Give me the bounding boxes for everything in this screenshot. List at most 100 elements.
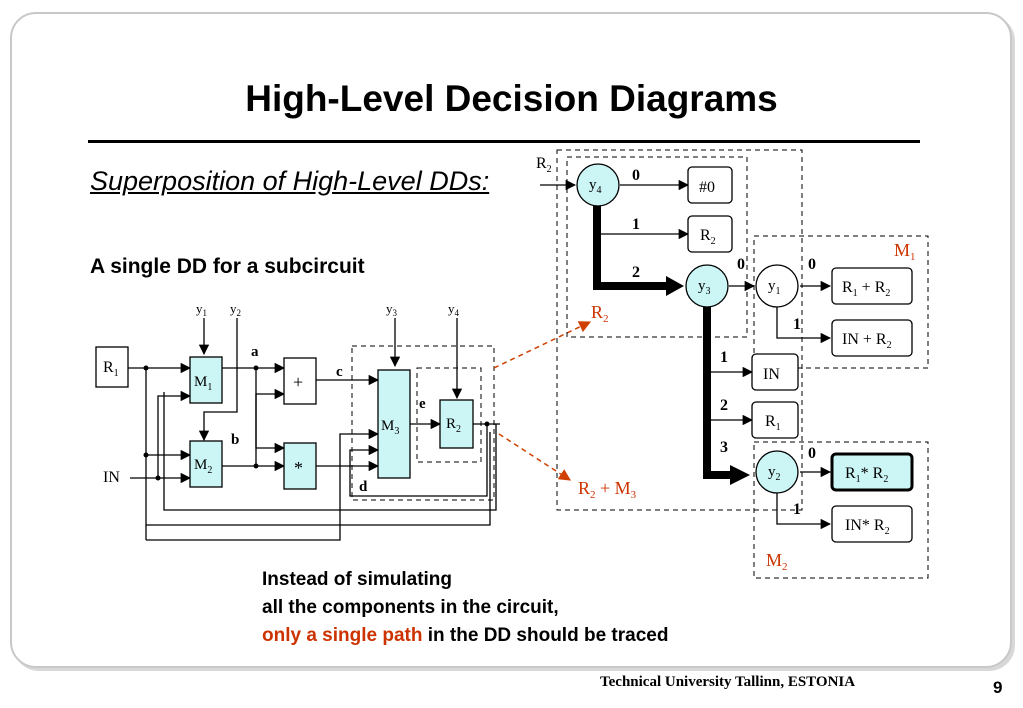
multiplier-label: * xyxy=(294,458,303,478)
signal-b: b xyxy=(231,432,239,448)
svg-text:R2 + M3: R2 + M3 xyxy=(578,478,637,501)
footer-institution: Technical University Tallinn, ESTONIA xyxy=(600,674,856,690)
y4-control-label: y xyxy=(448,301,455,316)
terminal-r2 xyxy=(687,215,733,253)
svg-text:IN + R2: IN + R2 xyxy=(842,331,892,351)
terminal-r2-label: R xyxy=(700,227,711,244)
svg-text:M2: M2 xyxy=(766,550,788,573)
edge-y4-0: 0 xyxy=(632,167,640,184)
terminal-hash0 xyxy=(687,166,733,204)
svg-text:R1* R2: R1* R2 xyxy=(845,465,888,485)
svg-text:M1: M1 xyxy=(894,240,916,263)
terminal-in-label: IN xyxy=(763,366,780,383)
terminal-in-plus-r2 xyxy=(831,319,913,357)
svg-text:R1 + R2: R1 + R2 xyxy=(842,279,890,299)
r1-input-box xyxy=(95,346,129,388)
m1-mux xyxy=(189,356,223,404)
r2-group xyxy=(416,367,482,463)
svg-text:M2: M2 xyxy=(194,457,212,476)
r2-m3-pointer xyxy=(498,433,572,481)
m2-mux-label: M xyxy=(194,457,207,473)
section-subheading: A single DD for a subcircuit xyxy=(90,255,365,278)
terminal-r1-label: R xyxy=(765,413,776,430)
y2-control-label: y xyxy=(230,301,237,316)
edge-y3-2: 2 xyxy=(720,397,728,414)
svg-text:y3: y3 xyxy=(386,301,398,318)
dd-root-label: R xyxy=(536,155,547,172)
note-line-2: all the components in the circuit, xyxy=(262,597,559,618)
dd-outer-region xyxy=(556,149,803,511)
signal-e: e xyxy=(419,396,426,412)
svg-text:y3: y3 xyxy=(698,278,711,297)
edge-y1-1: 1 xyxy=(793,316,801,333)
dd-node-y1 xyxy=(755,264,799,308)
svg-text:R2: R2 xyxy=(591,302,609,325)
adder-block xyxy=(283,357,317,405)
y1-control-label: y xyxy=(196,301,203,316)
svg-text:R1: R1 xyxy=(103,359,119,379)
r2-register-label: R xyxy=(446,416,456,432)
m3-r2-group xyxy=(351,345,495,501)
signal-d: d xyxy=(359,479,368,495)
group-label-m2: M xyxy=(766,550,782,570)
svg-text:y1: y1 xyxy=(768,278,781,297)
terminal-in-times-r2-label: IN* R xyxy=(845,517,885,534)
r1-input-label: R xyxy=(103,359,114,376)
terminal-r1 xyxy=(751,401,799,439)
dd-node-y3-label: y xyxy=(698,278,706,294)
terminal-r1-plus-r2 xyxy=(831,267,913,305)
edge-y1-0: 0 xyxy=(808,256,816,273)
svg-text:y2: y2 xyxy=(230,301,241,318)
r2-register xyxy=(439,399,474,449)
decision-diagram: R2 y4 y3 y1 y2 0 1 2 0 1 2 3 0 xyxy=(536,149,929,579)
signal-a: a xyxy=(251,344,259,360)
note-highlight: only a single path xyxy=(262,625,423,646)
m1-mux-label: M xyxy=(194,374,207,390)
svg-text:IN* R2: IN* R2 xyxy=(845,517,890,537)
svg-text:R2: R2 xyxy=(446,416,461,435)
dd-node-y4 xyxy=(576,163,620,207)
circuit: R1 IN y1 y2 y3 y4 xyxy=(95,301,500,541)
svg-text:y4: y4 xyxy=(448,301,460,318)
r2-pointer xyxy=(493,321,592,369)
group-label-m1: M xyxy=(894,240,910,260)
svg-text:M1: M1 xyxy=(194,374,212,393)
terminal-in xyxy=(751,353,799,391)
edge-y3-0: 0 xyxy=(737,256,745,273)
edge-y3-1: 1 xyxy=(720,349,728,366)
dd-node-y1-label: y xyxy=(768,278,776,294)
page-number: 9 xyxy=(993,678,1003,697)
in-input-label: IN xyxy=(103,469,120,486)
terminal-r1-times-r2 xyxy=(830,452,914,492)
dd-node-y3 xyxy=(685,264,729,308)
dd-node-y4-label: y xyxy=(589,177,597,193)
terminal-hash0-label: #0 xyxy=(699,179,715,196)
signal-c: c xyxy=(336,364,343,380)
dd-node-y2 xyxy=(755,450,799,494)
dd-r2-region xyxy=(566,156,748,338)
title-divider xyxy=(88,140,920,143)
svg-text:M3: M3 xyxy=(381,418,399,437)
note-line-1: Instead of simulating xyxy=(262,569,453,590)
m3-mux xyxy=(377,369,411,479)
multiplier-block xyxy=(283,442,317,490)
edge-y2-1: 1 xyxy=(793,501,801,518)
dd-m2-region xyxy=(753,441,929,579)
m2-mux xyxy=(189,440,223,488)
section-subtitle: Superposition of High-Level DDs: xyxy=(90,166,490,196)
svg-text:y2: y2 xyxy=(768,464,781,483)
adder-label: + xyxy=(293,372,303,392)
terminal-in-plus-r2-label: IN + R xyxy=(842,331,887,348)
svg-text:y1: y1 xyxy=(196,301,207,318)
edge-y2-0: 0 xyxy=(808,445,816,462)
group-label-r2-m3: R xyxy=(578,478,590,498)
group-label-r2: R xyxy=(591,302,603,322)
svg-text:y4: y4 xyxy=(589,177,602,196)
terminal-in-times-r2 xyxy=(831,505,913,543)
edge-y4-2: 2 xyxy=(632,264,640,281)
y3-control-label: y xyxy=(386,301,393,316)
edge-y4-1: 1 xyxy=(632,216,640,233)
svg-text:R1: R1 xyxy=(765,413,781,433)
svg-text:R2: R2 xyxy=(536,155,552,175)
